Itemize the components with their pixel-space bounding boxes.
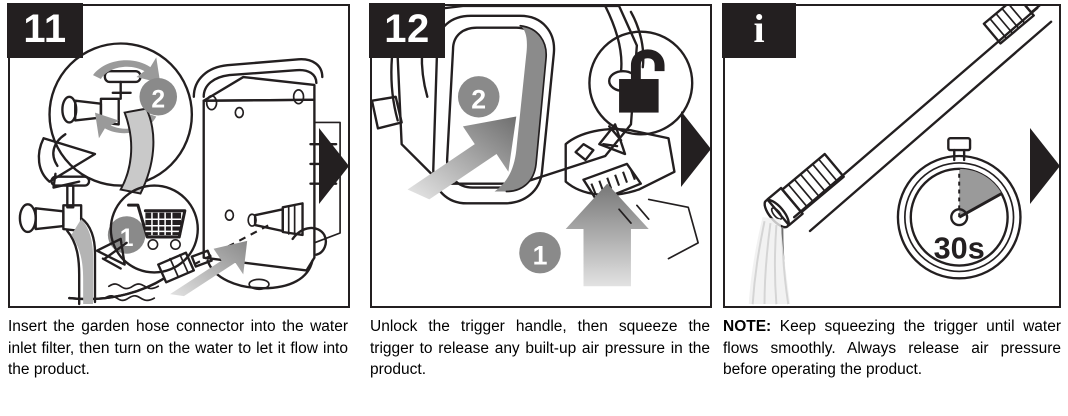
caption-step-12: Unlock the trigger handle, then squeeze … [370, 318, 710, 378]
step-marker-2 [457, 76, 500, 118]
note-text: Keep squeezing the trigger until water f… [723, 318, 1061, 378]
step-marker-1 [107, 216, 146, 254]
stopwatch-duration-label: 30s [934, 232, 985, 266]
next-step-arrow [681, 111, 710, 187]
step-badge-11: 11 [7, 3, 83, 58]
note-label: NOTE: [723, 318, 772, 335]
panel-step-11: 1 [7, 3, 350, 308]
caption-step-11: Insert the garden hose connector into th… [8, 318, 348, 378]
note-badge-info: i [722, 3, 796, 58]
svg-text:2: 2 [151, 87, 165, 114]
panel-step-12: 2 1 [369, 3, 712, 308]
caption-note: NOTE: Keep squeezing the trigger until w… [723, 316, 1061, 381]
step-marker-1 [519, 231, 561, 274]
step-marker-2 [139, 78, 178, 116]
panel-frame: 1 [8, 4, 350, 308]
svg-text:2: 2 [471, 85, 486, 115]
next-step-arrow [1030, 128, 1059, 204]
panel-note: 30s i [722, 3, 1061, 308]
step-badge-12: 12 [369, 3, 445, 58]
svg-text:1: 1 [533, 241, 548, 271]
illustration-step-12: 2 1 [372, 6, 710, 306]
illustration-note: 30s [725, 6, 1059, 306]
next-step-arrow [319, 128, 348, 204]
